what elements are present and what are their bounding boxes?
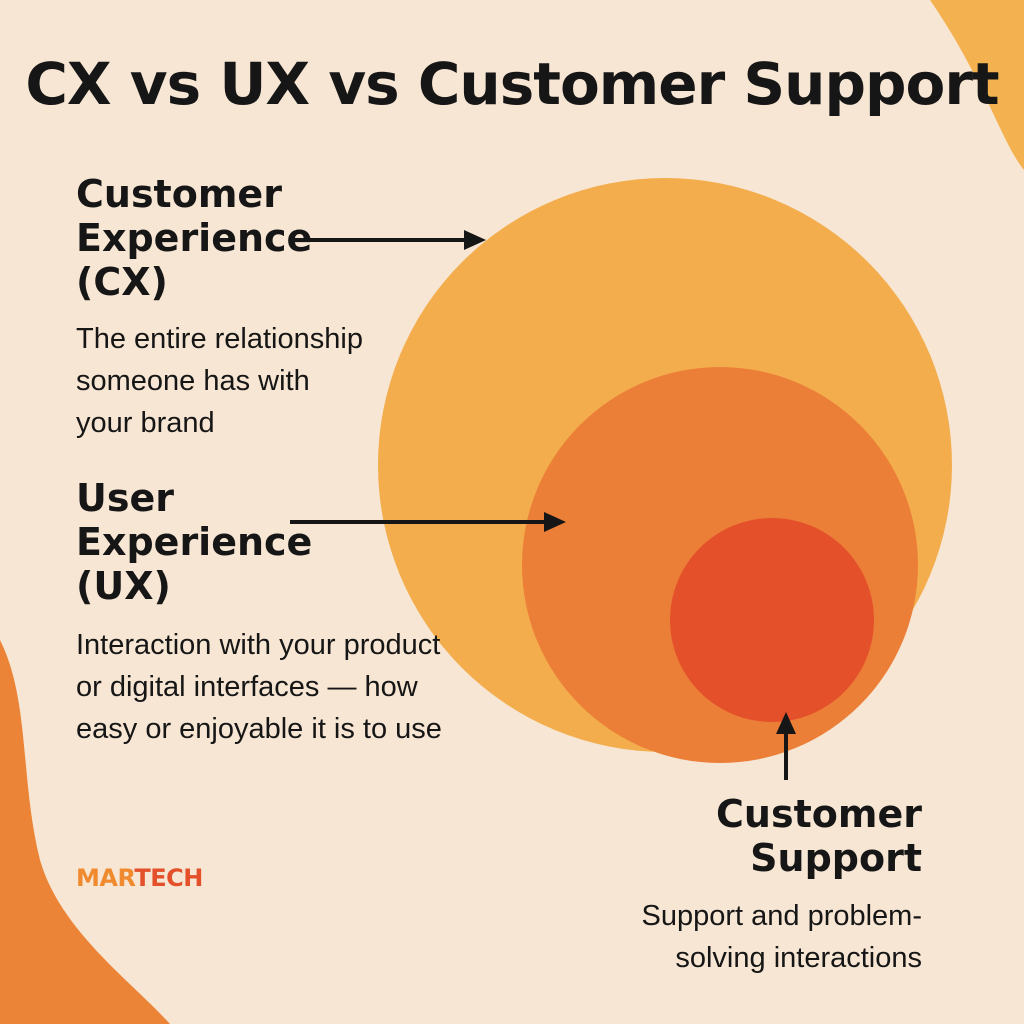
martech-logo: MARTECH [76,864,203,892]
support-heading: Customer Support [716,792,922,880]
cx-description: The entire relationship someone has with… [76,323,363,439]
ux-description: Interaction with your product or digital… [76,629,442,745]
ux-arrow [290,512,566,532]
support-circle [670,518,874,722]
support-arrow [776,712,796,780]
cx-heading: Customer Experience (CX) [76,172,313,304]
logo-part-mar: MAR [76,864,135,892]
page-title: CX vs UX vs Customer Support [25,50,999,118]
ux-heading: User Experience (UX) [76,476,313,608]
corner-blob-top-right [930,0,1024,170]
logo-part-tech: TECH [134,864,203,892]
cx-arrow [290,230,486,250]
support-description: Support and problem- solving interaction… [641,900,923,974]
corner-blob-bottom-left [0,640,170,1024]
